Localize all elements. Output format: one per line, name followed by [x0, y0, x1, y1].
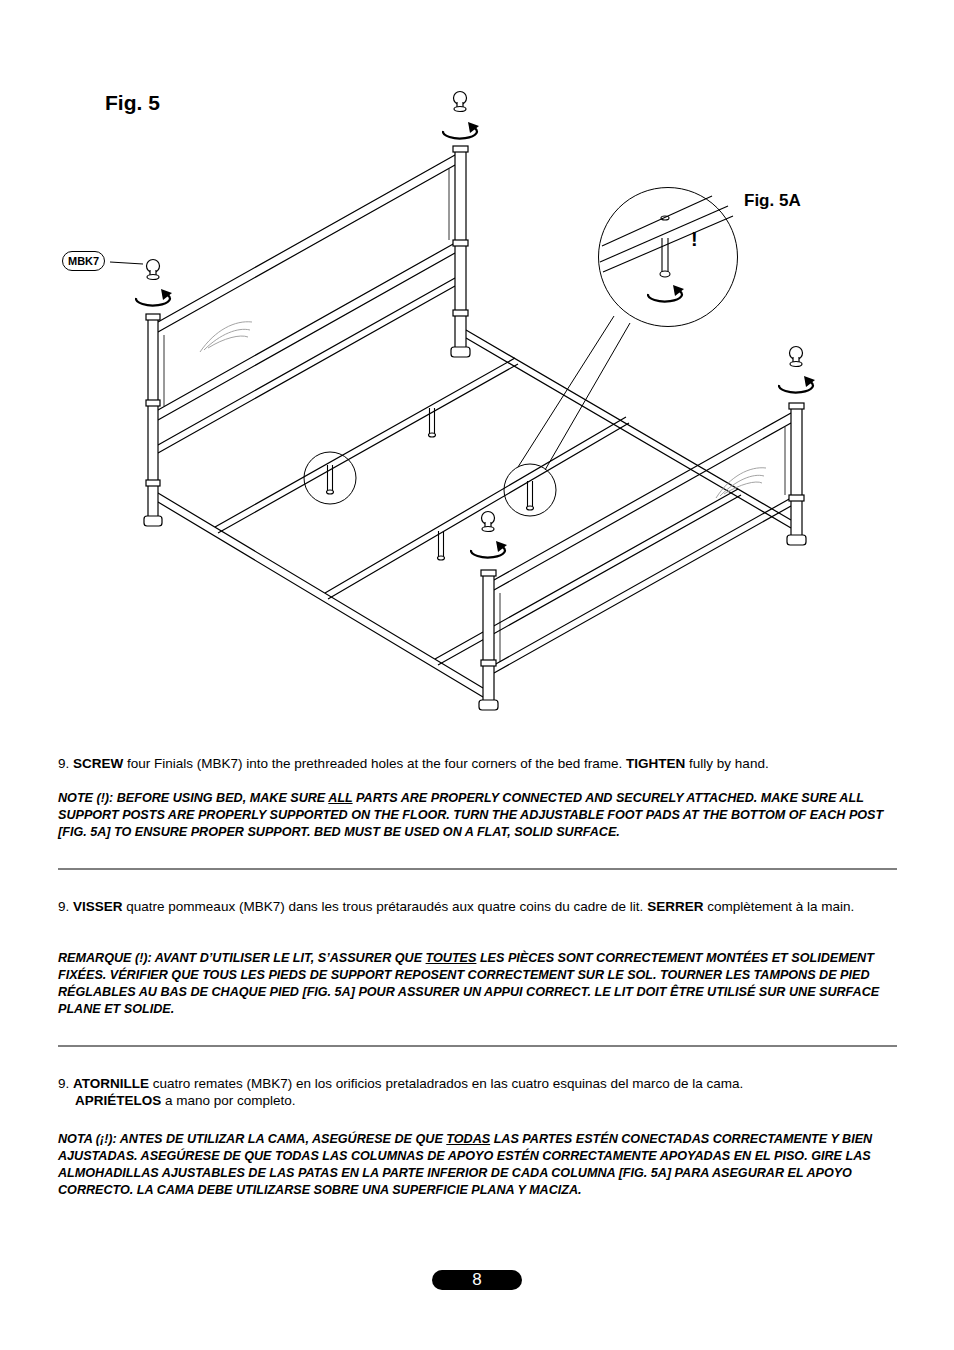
instruction-step: 9. VISSER quatre pommeaux (MBK7) dans le… [58, 898, 915, 915]
warning-note: REMARQUE (!): AVANT D’UTILISER LE LIT, S… [58, 950, 898, 1018]
instruction-step: 9. ATORNILLE cuatro remates (MBK7) en lo… [58, 1075, 915, 1109]
action-word: SCREW [73, 756, 123, 771]
action-word: VISSER [73, 899, 123, 914]
emphasis-word: TOUTES [426, 951, 477, 965]
node-text: MBK7 [68, 255, 99, 267]
instruction-text: NOTA (¡!): ANTES DE UTILIZAR LA CAMA, AS… [58, 1132, 443, 1146]
instruction-text: four Finials (MBK7) into the prethreaded… [127, 756, 622, 771]
action-word: TIGHTEN [626, 756, 685, 771]
instruction-text: cuatro remates (MBK7) en los orificios p… [153, 1076, 744, 1091]
instruction-text: 9. [58, 899, 69, 914]
node-text: 8 [472, 1270, 481, 1289]
instruction-text: fully by hand. [689, 756, 769, 771]
instruction-text: NOTE (!): BEFORE USING BED, MAKE SURE [58, 791, 325, 805]
node-text: ! [691, 228, 698, 251]
part-callout: MBK7 [62, 251, 105, 271]
warning-note: NOTE (!): BEFORE USING BED, MAKE SURE AL… [58, 790, 898, 841]
action-word: APRIÉTELOS [75, 1093, 161, 1108]
instruction-text: complètement à la main. [707, 899, 854, 914]
instruction-step: 9. SCREW four Finials (MBK7) into the pr… [58, 755, 915, 772]
figure-title: Fig. 5 [105, 91, 160, 115]
emphasis-word: ALL [328, 791, 352, 805]
action-word: SERRER [647, 899, 703, 914]
emphasis-word: TODAS [446, 1132, 490, 1146]
instruction-text: 9. [58, 756, 69, 771]
page-number: 8 [432, 1270, 522, 1290]
detail-circle: ! [598, 187, 738, 327]
action-word: ATORNILLE [73, 1076, 149, 1091]
instruction-text: 9. [58, 1076, 69, 1091]
instruction-text: a mano por completo. [165, 1093, 296, 1108]
instruction-text: quatre pommeaux (MBK7) dans les trous pr… [126, 899, 643, 914]
figure-label: Fig. 5A [744, 191, 801, 211]
instruction-text: REMARQUE (!): AVANT D’UTILISER LE LIT, S… [58, 951, 422, 965]
warning-note: NOTA (¡!): ANTES DE UTILIZAR LA CAMA, AS… [58, 1131, 898, 1199]
